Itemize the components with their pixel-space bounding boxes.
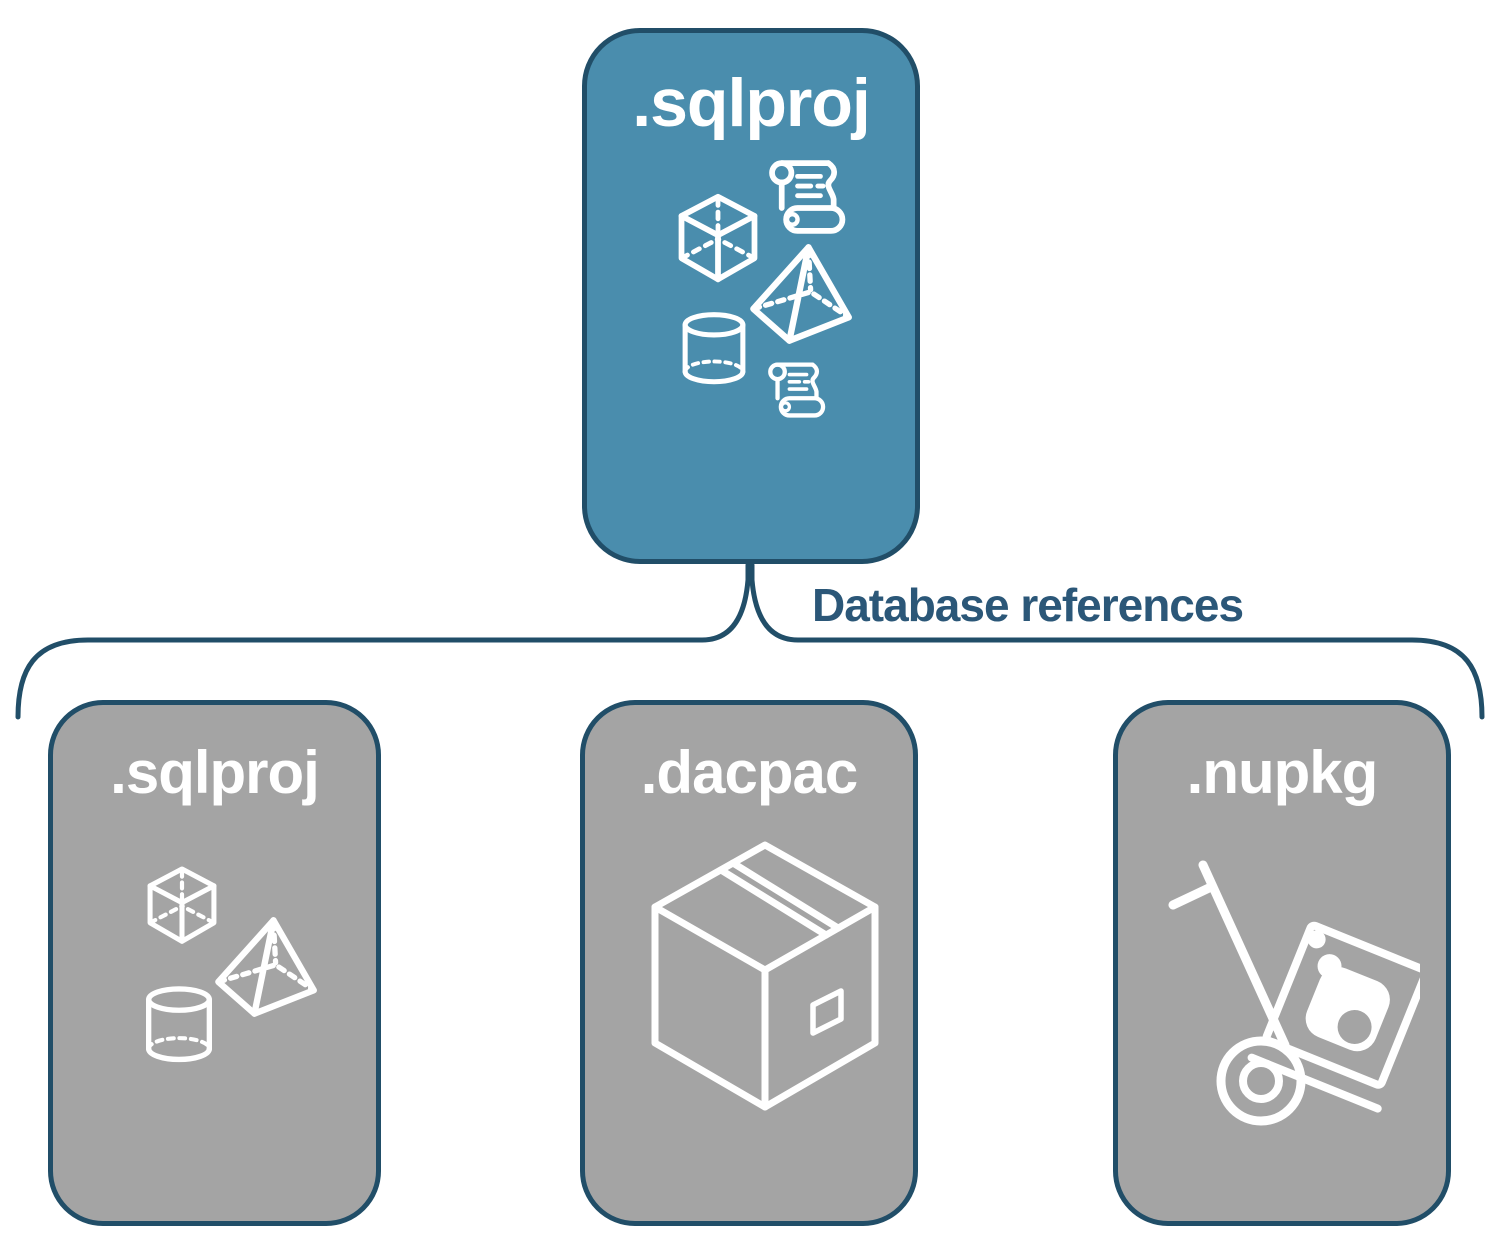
cylinder-icon <box>685 315 743 382</box>
root-node-sqlproj: .sqlproj <box>582 28 920 564</box>
package-box-icon <box>651 841 879 1111</box>
child-node-title: .nupkg <box>1186 739 1379 806</box>
sql-objects-icon-cluster <box>138 860 328 1080</box>
cube-icon <box>150 869 214 941</box>
cylinder-icon <box>149 989 210 1060</box>
sql-objects-icon-cluster <box>665 155 865 425</box>
child-node-title: .dacpac <box>640 739 858 806</box>
root-node-title: .sqlproj <box>632 65 871 141</box>
child-node-dacpac: .dacpac <box>580 700 918 1226</box>
child-node-title: .sqlproj <box>110 739 320 806</box>
child-node-nupkg: .nupkg <box>1113 700 1451 1226</box>
nuget-package-dolly-icon <box>1168 860 1420 1126</box>
cube-icon <box>682 197 755 280</box>
brace-connector <box>15 562 1485 720</box>
connector-label: Database references <box>812 579 1244 631</box>
scroll-icon <box>772 163 842 231</box>
child-node-sqlproj: .sqlproj <box>48 700 381 1226</box>
pyramid-icon <box>218 920 313 1013</box>
pyramid-icon <box>753 247 848 340</box>
scroll-icon <box>770 365 823 416</box>
